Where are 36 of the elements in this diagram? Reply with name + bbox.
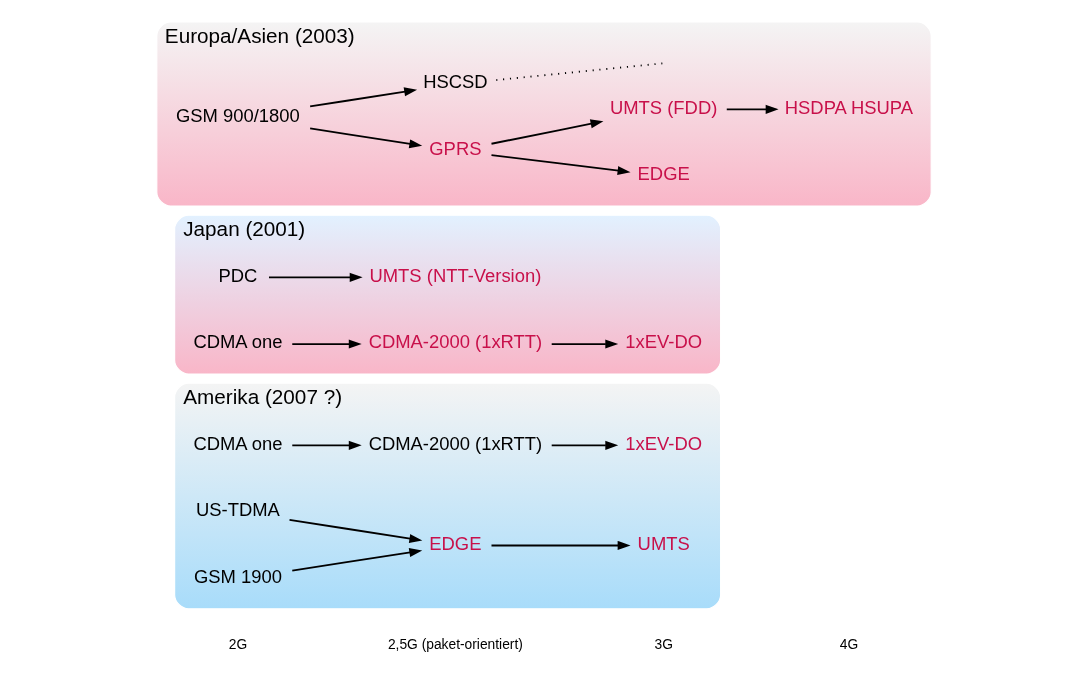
arrow xyxy=(308,87,417,108)
arrow xyxy=(490,154,631,176)
node-text: CDMA one xyxy=(192,331,282,353)
node-text: GSM 900/1800 xyxy=(175,104,300,126)
node-text: 1xEV-DO xyxy=(624,331,702,353)
node-text: GSM 1900 xyxy=(193,566,282,588)
node-text: CDMA one xyxy=(192,432,282,454)
arrow xyxy=(290,547,422,572)
label: 3G xyxy=(653,637,673,653)
arrow xyxy=(490,119,603,145)
node-text: EDGE xyxy=(428,532,481,554)
node-text: CDMA-2000 (1xRTT) xyxy=(368,331,542,353)
node-text: HSDPA HSUPA xyxy=(784,96,913,118)
arrow xyxy=(550,339,618,349)
node-text: UMTS (NTT-Version) xyxy=(368,264,541,286)
node-text: UMTS xyxy=(637,532,690,554)
arrow xyxy=(267,272,363,282)
label: 2G xyxy=(228,637,247,653)
node-text: US-TDMA xyxy=(195,499,280,521)
arrow xyxy=(288,519,422,543)
node-text: GPRS xyxy=(428,138,481,160)
arrow xyxy=(290,440,362,450)
node-text: HSCSD xyxy=(422,71,488,93)
label: 4G xyxy=(839,637,858,653)
label: 2,5G (paket-orientiert) xyxy=(387,637,523,653)
node-text: UMTS (FDD) xyxy=(609,96,717,118)
connector xyxy=(494,62,663,81)
node-text: 1xEV-DO xyxy=(624,432,702,454)
arrow xyxy=(490,540,631,550)
arrow xyxy=(308,127,422,149)
arrow xyxy=(290,339,362,349)
arrow xyxy=(725,104,779,114)
arrow xyxy=(550,440,618,450)
node-text: PDC xyxy=(217,264,257,286)
node-text: EDGE xyxy=(637,163,690,185)
node-text: CDMA-2000 (1xRTT) xyxy=(368,432,542,454)
